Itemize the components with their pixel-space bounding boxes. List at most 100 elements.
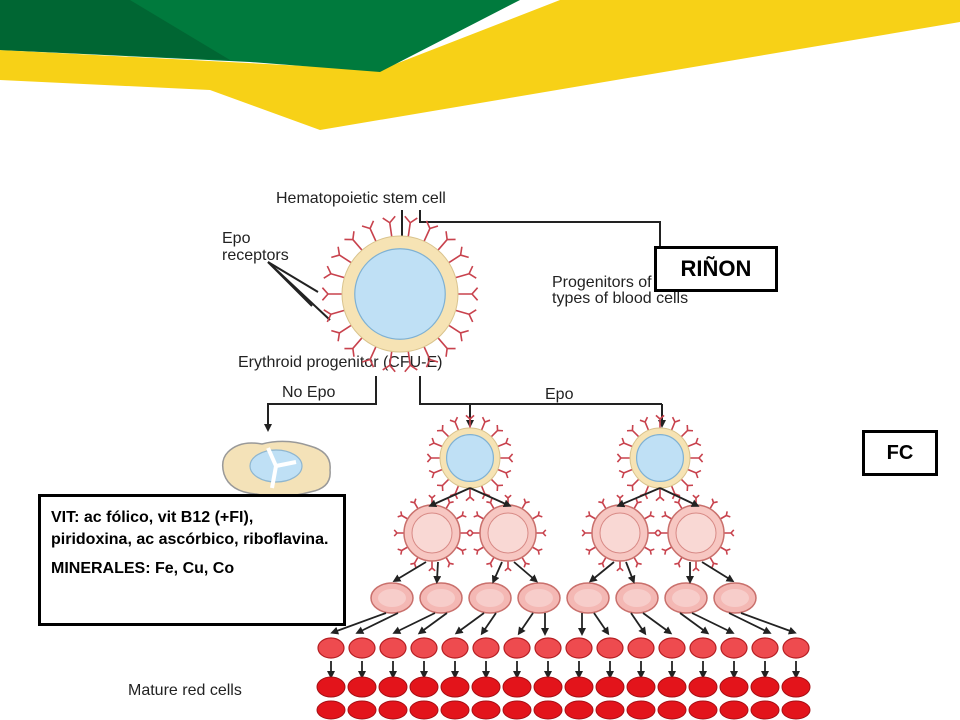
precursor-split-arrow [433, 561, 442, 584]
reticulocyte-cell [565, 637, 593, 659]
reticulocyte-cell [720, 637, 748, 659]
normoblast-cell [419, 582, 463, 614]
mature-red-cell [502, 700, 532, 720]
normoblast-cell [713, 582, 757, 614]
mature-red-cell [502, 676, 532, 698]
epo-receptors-label-line1: Epo [222, 230, 251, 247]
reticulocyte-cell [317, 637, 345, 659]
mature-red-cell [719, 676, 749, 698]
precursor-split-arrow [588, 561, 615, 583]
precursor-split-arrow [625, 561, 636, 584]
header-banner [0, 0, 960, 130]
cfu-e-label: Erythroid progenitor (CFU-E) [238, 354, 443, 371]
mature-red-cell [781, 700, 811, 720]
reticulocyte-cell [689, 637, 717, 659]
normoblast-cell [566, 582, 610, 614]
mature-red-cell [750, 700, 780, 720]
precursor-cell [469, 494, 547, 572]
mature-red-cell [595, 700, 625, 720]
mature-red-cell [378, 700, 408, 720]
receptor-pointer-3 [267, 261, 331, 321]
reticulocyte-cell [751, 637, 779, 659]
mature-red-cell [347, 700, 377, 720]
reticulocyte-cell [596, 637, 624, 659]
mature-red-cell [719, 700, 749, 720]
reticulocyte-cell [348, 637, 376, 659]
mature-red-cell [440, 676, 470, 698]
reticulocyte-cell [379, 637, 407, 659]
mature-red-cell [316, 676, 346, 698]
nutrients-callout: VIT: ac fólico, vit B12 (+FI), piridoxin… [38, 494, 346, 626]
mature-red-cell [626, 676, 656, 698]
mature-red-cell [564, 676, 594, 698]
mature-red-cell [409, 676, 439, 698]
reticulocyte-cell [534, 637, 562, 659]
progenitor-to-precursor-arrow [469, 487, 512, 508]
mature-red-cell [657, 700, 687, 720]
reticulocyte-cell [627, 637, 655, 659]
stem-cell-label: Hematopoietic stem cell [276, 190, 446, 207]
reticulocyte-cell [782, 637, 810, 659]
mature-red-cell [316, 700, 346, 720]
mature-red-cell [564, 700, 594, 720]
precursor-split-arrow [701, 561, 735, 583]
epo-receptors-label-line2: receptors [222, 247, 289, 264]
normoblast-split-arrow [517, 612, 534, 636]
epo-progenitor-right [616, 414, 704, 502]
mature-red-cell [750, 676, 780, 698]
normoblast-split-arrow [392, 612, 436, 634]
receptor-pointer-1 [267, 261, 319, 293]
normoblast-split-arrow [330, 612, 387, 635]
normoblast-split-arrow [740, 612, 797, 635]
normoblast-split-arrow [679, 612, 710, 635]
mature-red-cell [378, 676, 408, 698]
reticulocyte-cell [503, 637, 531, 659]
normoblast-cell [664, 582, 708, 614]
normoblast-split-arrow [630, 612, 647, 636]
mature-red-cell [688, 700, 718, 720]
normoblast-split-arrow [355, 612, 399, 634]
normoblast-split-arrow [642, 612, 673, 635]
mature-red-cell [781, 676, 811, 698]
progenitors-label-line2: types of blood cells [552, 290, 688, 307]
normoblast-split-arrow [691, 612, 735, 634]
mature-red-cell [626, 700, 656, 720]
vitamins-text: VIT: ac fólico, vit B12 (+FI), piridoxin… [51, 509, 329, 548]
cfu-e-cell [321, 215, 479, 373]
reticulocyte-cell [441, 637, 469, 659]
mature-red-cell [440, 700, 470, 720]
cfu-to-no-epo-arrow [264, 376, 377, 432]
normoblast-cell [517, 582, 561, 614]
normoblast-split-arrow [728, 612, 772, 634]
apoptotic-cell [221, 440, 331, 498]
mature-red-cell [471, 700, 501, 720]
mature-red-cell [409, 700, 439, 720]
precursor-split-arrow [513, 561, 539, 583]
mature-red-cells-label: Mature red cells [128, 682, 242, 699]
progenitor-to-precursor-arrow [616, 487, 661, 508]
normoblast-split-arrow [454, 612, 485, 635]
mature-red-cell [471, 676, 501, 698]
progenitor-to-precursor-arrow [659, 487, 700, 507]
mature-red-cell [347, 676, 377, 698]
mature-red-cell [595, 676, 625, 698]
precursor-cell [657, 494, 735, 572]
normoblast-cell [615, 582, 659, 614]
banner-yellow-band [0, 0, 960, 130]
normoblast-split-arrow [480, 612, 497, 636]
stem-to-progenitors-arrow [419, 210, 664, 268]
precursor-split-arrow [491, 561, 503, 584]
reticulocyte-cell [472, 637, 500, 659]
no-epo-label: No Epo [282, 384, 335, 401]
reticulocyte-cell [410, 637, 438, 659]
normoblast-split-arrow [417, 612, 448, 635]
precursor-cell [581, 494, 659, 572]
normoblast-split-arrow [593, 612, 610, 636]
progenitor-to-precursor-arrow [428, 487, 471, 508]
precursor-cell [393, 494, 471, 572]
cfu-to-epo-connector [419, 376, 662, 405]
minerals-text: MINERALES: Fe, Cu, Co [51, 560, 235, 578]
mature-red-cell [533, 700, 563, 720]
banner-dark-green-band [0, 0, 230, 60]
